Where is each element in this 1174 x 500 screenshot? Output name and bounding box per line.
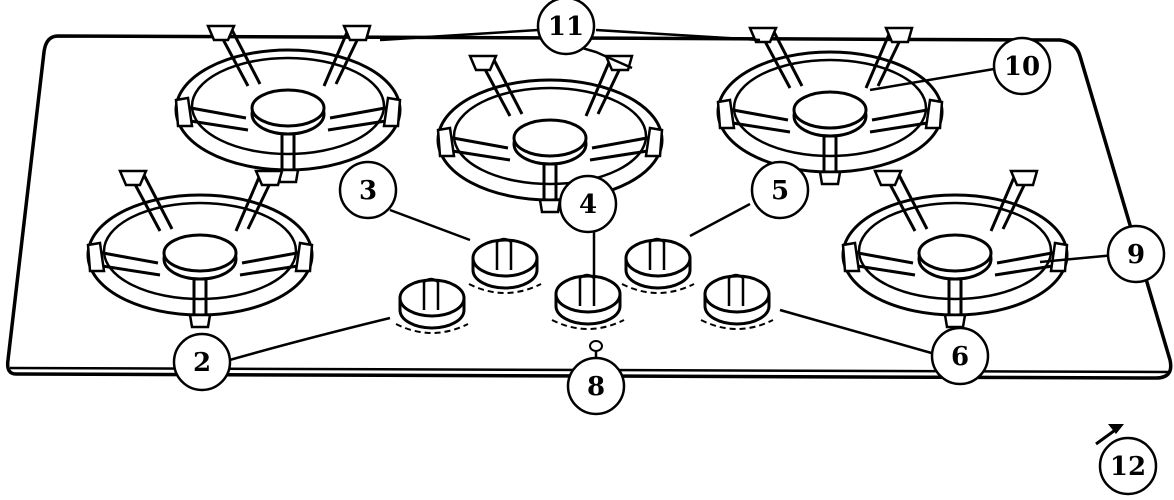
callout-11: 11: [548, 12, 584, 42]
callout-8: 8: [587, 372, 605, 402]
callout-5-circle: [750, 160, 810, 220]
arrow-icon: [1095, 424, 1124, 446]
callout-12: 12: [1110, 452, 1146, 482]
callout-8-circle: [566, 356, 626, 416]
callout-4-circle: [558, 174, 618, 234]
callout-5: 5: [771, 176, 789, 206]
callout-4: 4: [579, 190, 597, 220]
callout-9: 9: [1127, 240, 1145, 270]
callout-6: 6: [951, 342, 969, 372]
callout-9-circle: [1106, 224, 1166, 284]
callout-11-circle: [536, 0, 596, 56]
callout-10-circle: [992, 36, 1052, 96]
callout-10: 10: [1004, 52, 1040, 82]
callout-3: 3: [359, 176, 377, 206]
callout-2-circle: [172, 332, 232, 392]
callout-6-circle: [930, 326, 990, 386]
ignition-spark-hole: [589, 340, 603, 352]
callout-12-circle: [1098, 436, 1158, 496]
callout-3-circle: [338, 160, 398, 220]
leader-lines: [225, 28, 1116, 370]
callout-2: 2: [193, 348, 211, 378]
